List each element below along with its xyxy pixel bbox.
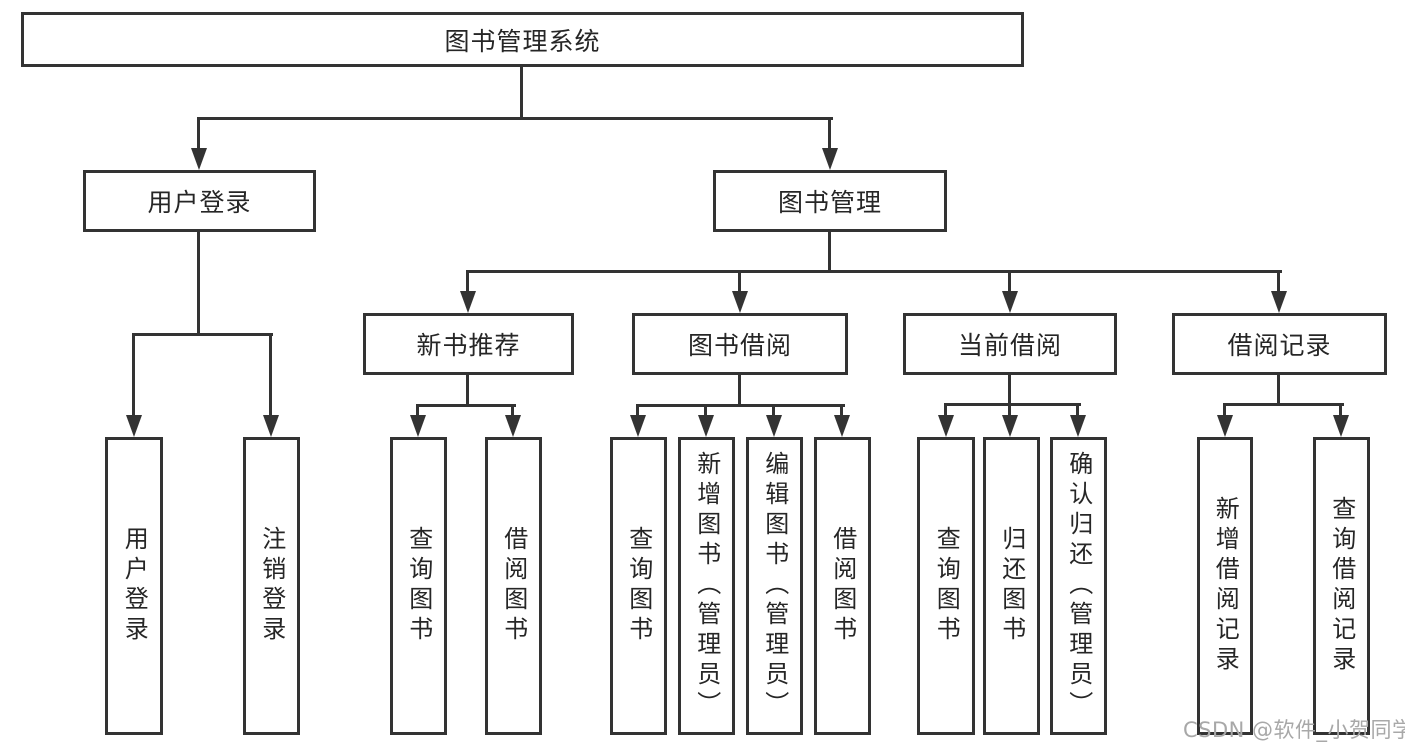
connector-bb-stub1 [636, 404, 639, 418]
connector-br-v [1277, 373, 1280, 406]
connector-bb-stub2 [704, 404, 707, 418]
leaf-current-query-books-label: 查询图书 [932, 526, 961, 646]
arrow-down-icon [191, 148, 207, 170]
leaf-borrow-borrow-books-label: 借阅图书 [828, 526, 857, 646]
leaf-borrow-edit-books-admin: 编辑图书（管理员） [746, 437, 803, 735]
connector-mgmt-stub1 [466, 270, 469, 294]
node-root-system: 图书管理系统 [21, 12, 1024, 67]
leaf-user-login: 用户登录 [105, 437, 163, 735]
connector-br-stub1 [1223, 403, 1226, 417]
connector-login-stub2 [269, 333, 272, 417]
node-current-borrow-label: 当前借阅 [957, 331, 1062, 360]
connector-mgmt-stub4 [1277, 270, 1280, 294]
node-borrow-records: 借阅记录 [1172, 313, 1387, 375]
arrow-down-icon [938, 415, 954, 437]
connector-login-stub1 [132, 333, 135, 417]
leaf-recommend-borrow-books-label: 借阅图书 [499, 526, 528, 646]
node-new-book-recommend: 新书推荐 [363, 313, 574, 375]
arrow-down-icon [126, 415, 142, 437]
leaf-records-query-record-label: 查询借阅记录 [1327, 496, 1356, 676]
connector-login-v [197, 230, 200, 336]
leaf-current-return-books: 归还图书 [983, 437, 1040, 735]
connector-bb-h [636, 404, 845, 407]
arrow-down-icon [1070, 415, 1086, 437]
leaf-borrow-edit-books-admin-label: 编辑图书（管理员） [760, 451, 789, 721]
arrow-down-icon [834, 415, 850, 437]
arrow-down-icon [1333, 415, 1349, 437]
leaf-records-add-record: 新增借阅记录 [1197, 437, 1253, 735]
node-user-login: 用户登录 [83, 170, 316, 232]
node-book-borrow-label: 图书借阅 [687, 331, 792, 360]
arrow-down-icon [1002, 415, 1018, 437]
leaf-current-query-books: 查询图书 [917, 437, 975, 735]
connector-mgmt-stub3 [1008, 270, 1011, 294]
arrow-down-icon [263, 415, 279, 437]
connector-bb-stub4 [840, 404, 843, 418]
arrow-down-icon [460, 291, 476, 313]
arrow-down-icon [1217, 415, 1233, 437]
connector-mgmt-v [828, 230, 831, 273]
arrow-down-icon [698, 415, 714, 437]
leaf-records-query-record: 查询借阅记录 [1313, 437, 1370, 735]
connector-rec-h [416, 404, 516, 407]
leaf-recommend-query-books-label: 查询图书 [404, 526, 433, 646]
connector-login-h [132, 333, 273, 336]
node-new-book-recommend-label: 新书推荐 [416, 331, 521, 360]
connector-rec-stub1 [416, 404, 419, 418]
leaf-recommend-query-books: 查询图书 [390, 437, 447, 735]
connector-rec-v [466, 373, 469, 407]
leaf-records-add-record-label: 新增借阅记录 [1211, 496, 1240, 676]
connector-root-stub-left [197, 117, 200, 150]
connector-root-stub-right [828, 117, 831, 150]
arrow-down-icon [732, 291, 748, 313]
node-book-management-label: 图书管理 [777, 188, 882, 217]
node-book-borrow: 图书借阅 [632, 313, 848, 375]
connector-cb-v [1008, 373, 1011, 406]
node-user-login-label: 用户登录 [147, 188, 252, 217]
leaf-current-confirm-return-admin: 确认归还（管理员） [1050, 437, 1107, 735]
arrow-down-icon [505, 415, 521, 437]
connector-root-h [197, 117, 833, 120]
arrow-down-icon [766, 415, 782, 437]
connector-bb-stub3 [772, 404, 775, 418]
leaf-logout-label: 注销登录 [257, 526, 286, 646]
leaf-current-return-books-label: 归还图书 [997, 526, 1026, 646]
connector-bb-v [738, 374, 741, 407]
csdn-watermark: CSDN @软件_小贺同学 [1183, 718, 1405, 742]
leaf-current-confirm-return-admin-label: 确认归还（管理员） [1064, 451, 1093, 721]
arrow-down-icon [630, 415, 646, 437]
node-borrow-records-label: 借阅记录 [1227, 331, 1332, 360]
connector-br-h [1223, 403, 1344, 406]
leaf-borrow-add-books-admin: 新增图书（管理员） [678, 437, 735, 735]
connector-mgmt-stub2 [738, 270, 741, 294]
leaf-borrow-borrow-books: 借阅图书 [814, 437, 871, 735]
connector-cb-stub3 [1076, 403, 1079, 417]
leaf-borrow-query-books-label: 查询图书 [624, 526, 653, 646]
leaf-borrow-query-books: 查询图书 [610, 437, 667, 735]
leaf-logout: 注销登录 [243, 437, 300, 735]
node-root-label: 图书管理系统 [444, 26, 601, 56]
connector-cb-stub2 [1008, 403, 1011, 417]
leaf-user-login-label: 用户登录 [120, 526, 149, 646]
connector-mgmt-h [466, 270, 1282, 273]
node-book-management: 图书管理 [713, 170, 947, 232]
connector-cb-h [944, 403, 1081, 406]
leaf-borrow-add-books-admin-label: 新增图书（管理员） [692, 451, 721, 721]
connector-cb-stub1 [944, 403, 947, 417]
arrow-down-icon [1271, 291, 1287, 313]
arrow-down-icon [822, 148, 838, 170]
arrow-down-icon [1002, 291, 1018, 313]
connector-br-stub2 [1339, 403, 1342, 417]
connector-rec-stub2 [511, 404, 514, 418]
arrow-down-icon [410, 415, 426, 437]
node-current-borrow: 当前借阅 [903, 313, 1117, 375]
leaf-recommend-borrow-books: 借阅图书 [485, 437, 542, 735]
connector-root-v [520, 65, 523, 118]
